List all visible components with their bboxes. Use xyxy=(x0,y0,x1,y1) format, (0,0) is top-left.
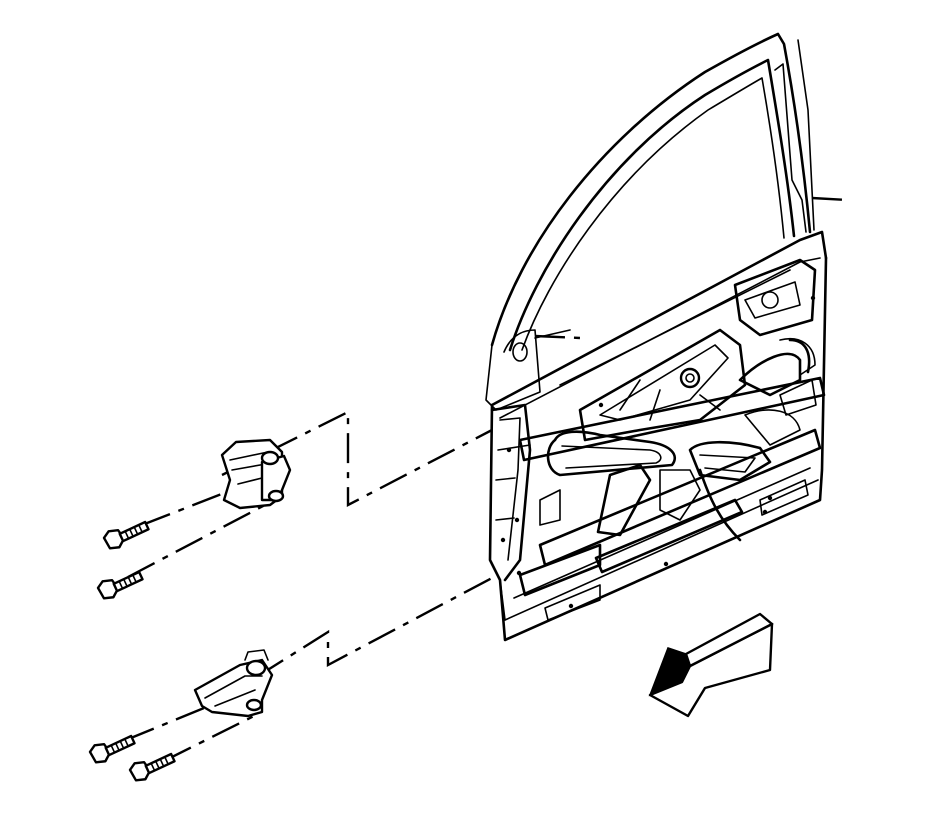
window-regulator xyxy=(578,328,747,442)
door-hinge-pillar xyxy=(490,403,532,582)
door-window-frame-inner xyxy=(508,58,796,352)
door-belt-line xyxy=(490,230,828,407)
bolt2-alignment-line xyxy=(127,494,283,579)
door-window-frame-outer xyxy=(490,32,812,347)
direction-arrow-icon xyxy=(648,612,774,718)
bolt-icon xyxy=(102,520,150,550)
door-lower-rail xyxy=(538,428,822,567)
upper-door-hinge xyxy=(220,438,292,510)
mirror-mount-area xyxy=(485,329,541,411)
bolt-icon xyxy=(128,752,176,782)
bolt4-alignment-line xyxy=(163,712,259,763)
front-door-assembly xyxy=(485,32,849,642)
lower-door-hinge xyxy=(193,649,274,718)
alignment-lines xyxy=(125,410,493,763)
frame-callout-line-upper xyxy=(811,196,849,202)
lower-hinge-alignment-line xyxy=(211,576,493,707)
upper-hinge-alignment-line xyxy=(221,410,493,507)
bolt-icon xyxy=(88,734,136,764)
door-upper-rail xyxy=(518,376,826,462)
regulator-cable xyxy=(546,430,677,477)
window-lift-channel xyxy=(596,463,652,537)
door-panel-holes xyxy=(500,295,816,609)
door-inner-panel-outline xyxy=(488,256,828,642)
door-latch-area xyxy=(733,258,817,337)
hinge-bolts xyxy=(88,520,176,782)
door-intrusion-beam xyxy=(594,498,744,574)
door-b-pillar-detail xyxy=(774,63,807,233)
bolt-icon xyxy=(96,570,144,600)
door-window-frame-channel xyxy=(521,77,785,351)
bolt1-alignment-line xyxy=(141,488,233,527)
frame-callout-line-mirror xyxy=(534,334,581,340)
